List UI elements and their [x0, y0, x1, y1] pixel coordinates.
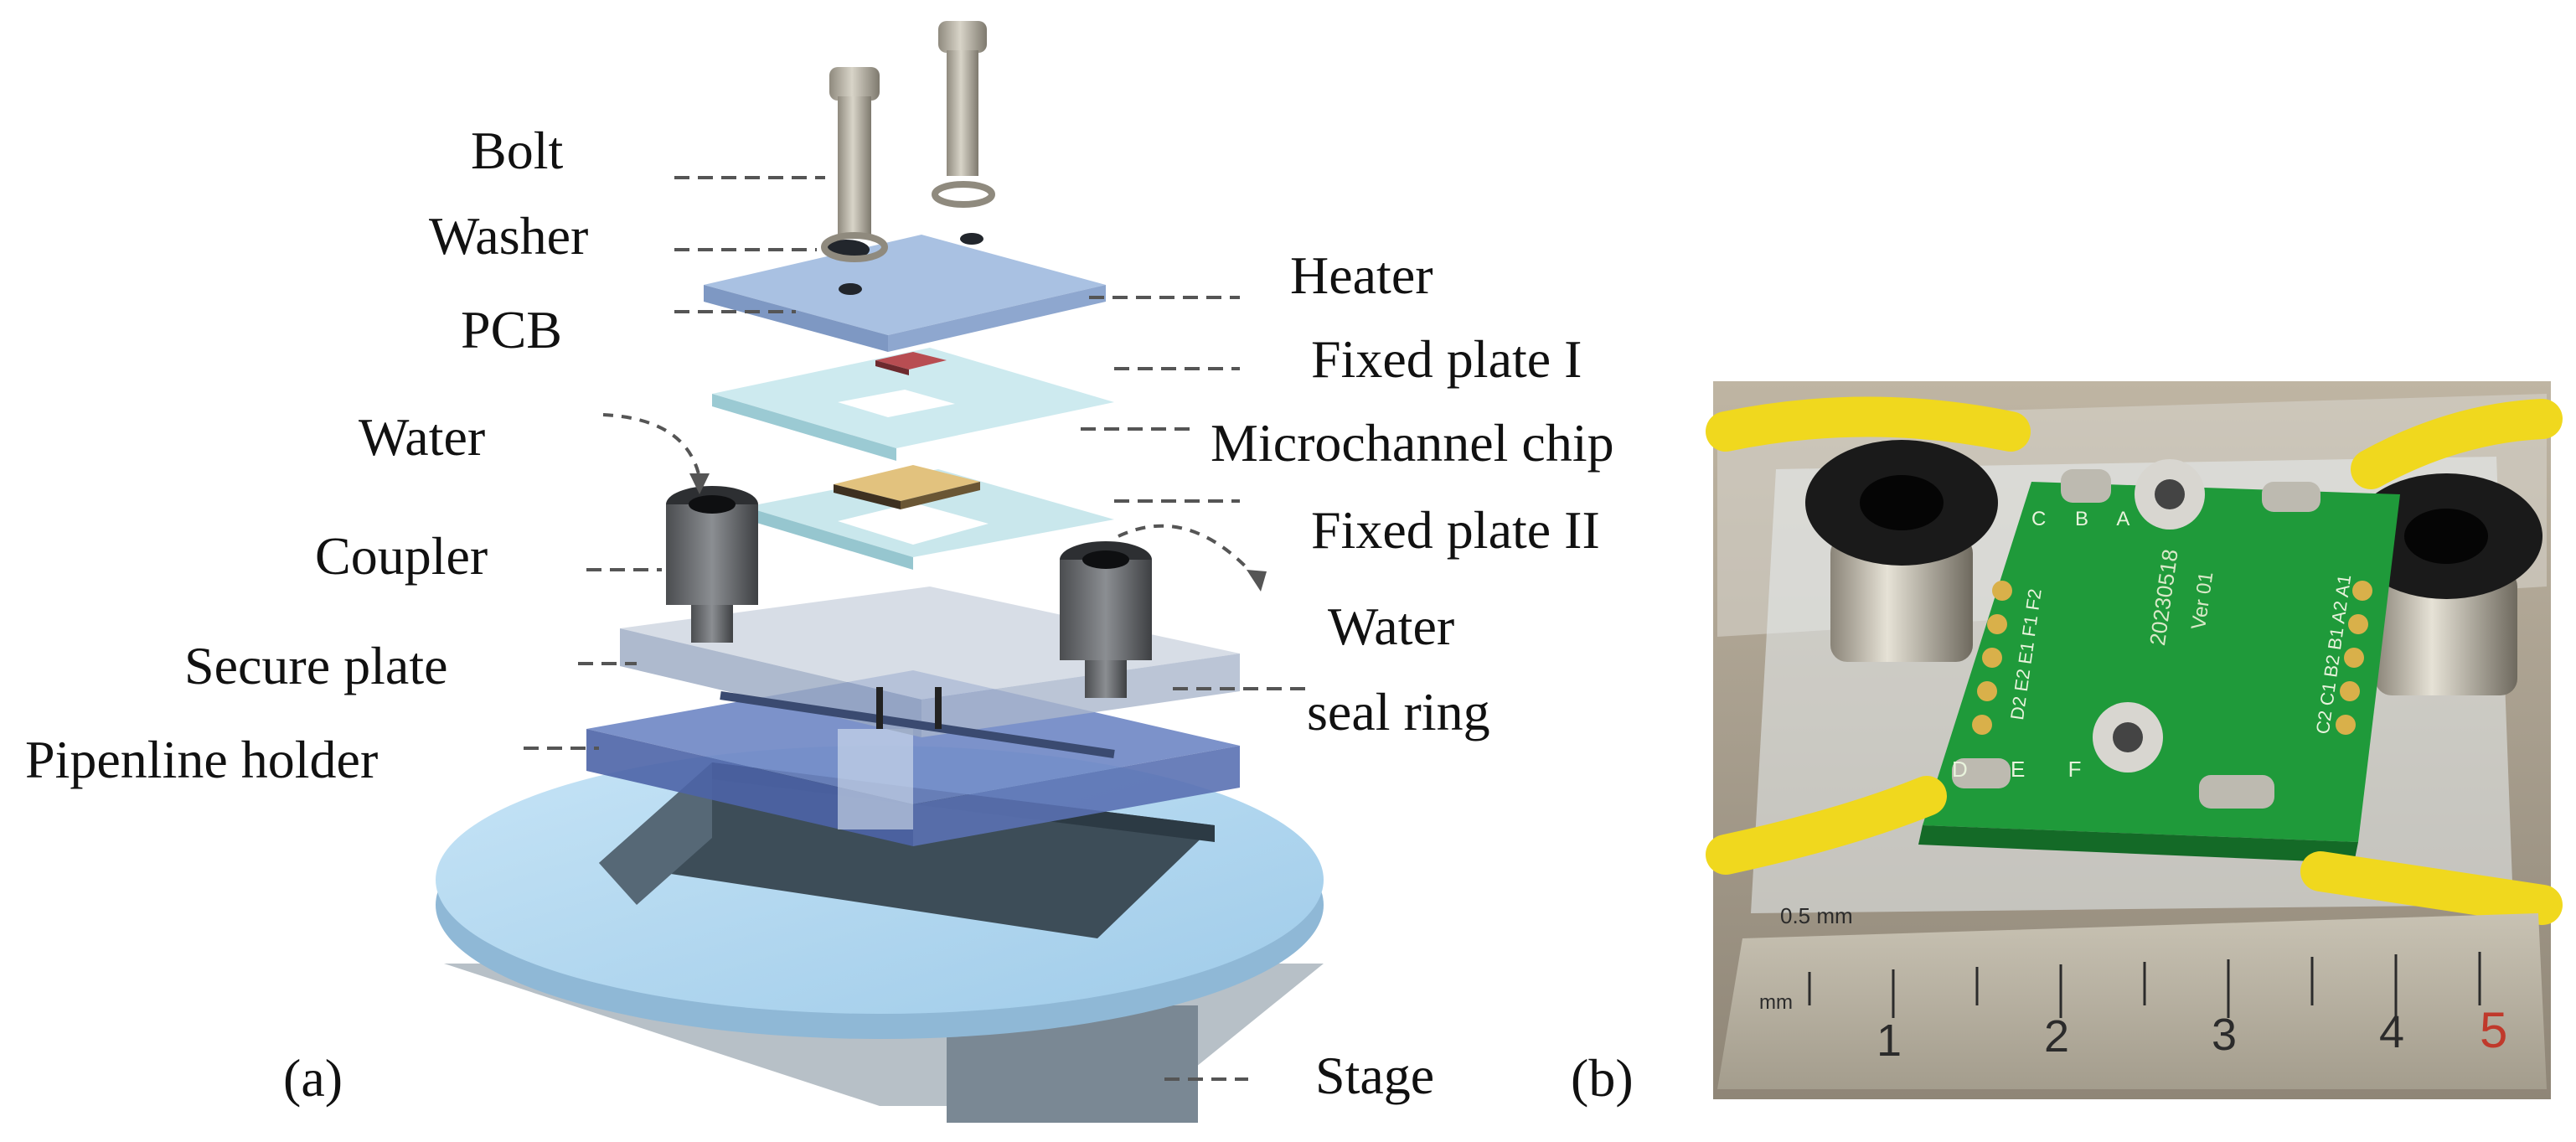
pcb-top-letters: C B A: [2031, 508, 2142, 530]
label-heater: Heater: [1290, 245, 1433, 305]
label-washer: Washer: [429, 206, 589, 266]
label-water-in: Water: [359, 407, 486, 467]
ruler-ticks: [1808, 952, 2481, 1018]
label-bolt: Bolt: [471, 121, 564, 180]
pcb-pads-right: [2336, 581, 2372, 735]
label-water-seal-ring-line1: Water: [1328, 597, 1455, 656]
coupler-shapes: [666, 486, 1152, 698]
ruler-number-1: 1: [1877, 1015, 1902, 1066]
ruler-unit-label: 0.5 mm: [1780, 903, 1853, 928]
panel-label-b: (b): [1571, 1048, 1634, 1108]
pcb-bottom-letters: D E F: [1952, 757, 2100, 782]
label-coupler: Coupler: [315, 526, 488, 586]
label-pcb: PCB: [461, 300, 562, 359]
label-pipeline-holder: Pipenline holder: [25, 730, 379, 789]
pcb-plate: [704, 233, 1106, 352]
push-fit-fitting-left: [1805, 440, 1998, 662]
fixed-plate-1: [712, 348, 1114, 461]
panel-label-a: (a): [283, 1048, 343, 1108]
bolt-shapes: [821, 21, 995, 262]
ruler-number-4: 4: [2379, 1007, 2405, 1057]
pcb-board: [1918, 459, 2400, 863]
water-in-arrowhead: [689, 473, 710, 494]
label-stage: Stage: [1315, 1046, 1435, 1105]
microchannel-chip-shape: [834, 465, 980, 509]
label-fixed-plate-2: Fixed plate II: [1311, 500, 1600, 560]
ruler: [1717, 913, 2547, 1089]
label-water-seal-ring-line2: seal ring: [1307, 682, 1490, 742]
label-microchannel-chip: Microchannel chip: [1211, 413, 1614, 473]
ruler-number-5: 5: [2480, 1002, 2508, 1058]
yellow-wires: [1706, 396, 2563, 925]
pcb-pads-left: [1972, 581, 2012, 735]
water-out-arrowhead: [1247, 570, 1267, 592]
water-flow-arrows: [602, 413, 1258, 580]
ruler-number-2: 2: [2044, 1011, 2070, 1062]
heater-shape: [875, 352, 947, 375]
ruler-number-3: 3: [2212, 1010, 2238, 1060]
ruler-unit-label-2: mm: [1759, 991, 1793, 1014]
leader-lines: [524, 176, 1307, 1081]
label-secure-plate: Secure plate: [184, 636, 448, 695]
label-fixed-plate-1: Fixed plate I: [1311, 329, 1582, 389]
solder-joints: [1952, 469, 2320, 809]
